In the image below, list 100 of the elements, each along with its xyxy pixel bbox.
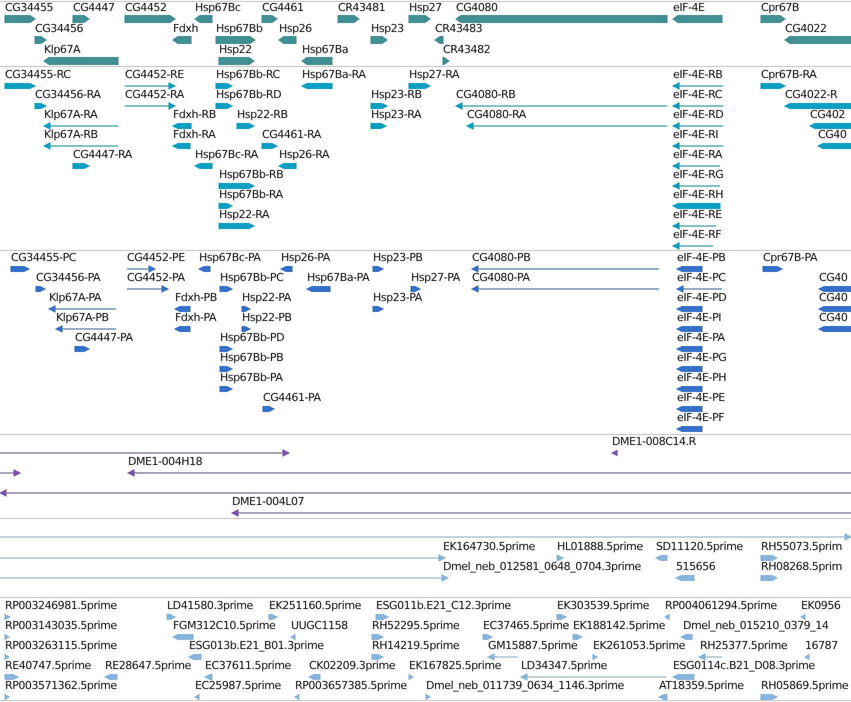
feature-label: Hsp67Bc-PA (199, 251, 261, 264)
feature-label: eIF-4E-PA (677, 331, 725, 344)
feature-label: EK0956 (801, 599, 840, 612)
feature-label: Hsp67Bb-PB (220, 351, 284, 364)
feature-label: CG4080-RA (467, 108, 526, 121)
feature-label: SD11120.5prime (656, 540, 743, 553)
feature-label: Hsp67Bb-PA (220, 371, 282, 384)
feature-label: eIF-4E-RC (673, 88, 722, 101)
feature-label: CG4080-RB (456, 88, 516, 101)
feature-label: Hsp26 (279, 22, 312, 35)
feature-label: EK164730.5prime (443, 540, 535, 553)
feature-label: eIF-4E-PG (677, 351, 726, 364)
feature-label: CG4080 (456, 1, 498, 14)
feature-label: eIF-4E-PH (677, 371, 726, 384)
feature-label: CG4447-RA (73, 148, 132, 161)
feature-label: Hsp27 (409, 1, 442, 14)
feature-label: eIF-4E-RD (673, 108, 724, 121)
feature-label: RP003657385.5prime (295, 679, 407, 692)
feature-label: AT18359.5prime (659, 679, 744, 692)
feature-label: Hsp27-RA (409, 68, 460, 81)
feature-label: Dmel_neb_015210_0379_14 (683, 619, 828, 632)
feature-label: Hsp67Bb (216, 22, 262, 35)
feature-label: RP004061294.5prime (665, 599, 777, 612)
feature-label: 16787 (805, 639, 838, 652)
feature-label: eIF-4E (673, 1, 705, 14)
feature-label: DME1-008C14.R (612, 435, 696, 448)
feature-label: HL01888.5prime (557, 540, 643, 553)
feature-label: Klp67A-PB (56, 311, 109, 324)
feature-label: UUGC1158 (291, 619, 348, 632)
feature-label: Hsp23-PB (373, 251, 423, 264)
feature-label: Hsp23-RB (371, 88, 422, 101)
feature-label: Hsp22-RB (237, 108, 288, 121)
feature-label: RE40747.5prime (5, 659, 91, 672)
feature-label: Klp67A-RB (44, 128, 98, 141)
feature-label: CG4452-RE (125, 68, 184, 81)
feature-label: EC25987.5prime (195, 679, 281, 692)
feature-label: Klp67A-RA (44, 108, 98, 121)
feature-label: RH14219.5prime (372, 639, 460, 652)
feature-label: eIF-4E-RG (673, 168, 724, 181)
feature-label: CG4452-RA (125, 88, 184, 101)
feature-label: Dmel_neb_012581_0648_0704.3prime (443, 560, 641, 573)
feature-label: CG40 (818, 128, 846, 141)
feature-label: CG34456-RA (35, 88, 100, 101)
feature-label: CG34455-PC (11, 251, 76, 264)
feature-label: CG4461 (262, 1, 304, 14)
feature-label: CG40 (819, 271, 848, 284)
feature-label: Hsp67Ba-RA (302, 68, 366, 81)
feature-label: Fdxh (173, 22, 198, 35)
feature-label: Cpr67B-PA (763, 251, 818, 264)
feature-label: CG4022 (785, 22, 826, 35)
feature-label: CG4461-PA (263, 391, 321, 404)
feature-label: CG34455-RC (5, 68, 70, 81)
feature-label: RH05869.5prime (761, 679, 848, 692)
feature-label: Fdxh-PB (175, 291, 217, 304)
feature-label: RP003571362.5prime (5, 679, 117, 692)
feature-label: ESG0114c.B21_D08.3prime (673, 659, 815, 672)
feature-label: eIF-4E-RE (673, 208, 722, 221)
feature-label: eIF-4E-PD (677, 291, 726, 304)
feature-label: CG40 (819, 291, 848, 304)
feature-label: Dmel_neb_011739_0634_1146.3prime (426, 679, 624, 692)
feature-label: eIF-4E-RH (673, 188, 724, 201)
feature-label: EK303539.5prime (557, 599, 649, 612)
feature-label: Hsp67Ba-PA (307, 271, 370, 284)
feature-label: LD41580.3prime (167, 599, 253, 612)
feature-label: Klp67A-PA (49, 291, 101, 304)
feature-label: CG4447 (73, 1, 114, 14)
feature-label: EK251160.5prime (269, 599, 361, 612)
feature-label: GM15887.5prime (488, 639, 578, 652)
feature-label: CG4080-PA (472, 271, 530, 284)
feature-label: EK188142.5prime (573, 619, 665, 632)
feature-label: eIF-4E-PF (677, 411, 724, 424)
feature-label: CG4080-PB (472, 251, 530, 264)
feature-label: CG40 (819, 311, 848, 324)
feature-label: CG34456 (35, 22, 84, 35)
feature-label: Hsp67Bb-PD (220, 331, 284, 344)
feature-label: Fdxh-RB (173, 108, 216, 121)
feature-label: Hsp67Bb-RB (219, 168, 284, 181)
feature-label: eIF-4E-RA (673, 148, 722, 161)
feature-label: eIF-4E-PI (677, 311, 722, 324)
feature-label: FGM312C10.5prime (173, 619, 276, 632)
feature-label: Klp67A (44, 43, 80, 56)
feature-label: Fdxh-RA (173, 128, 216, 141)
feature-label: eIF-4E-RB (673, 68, 722, 81)
feature-label: Cpr67B (761, 1, 800, 14)
feature-label: CG4452-PA (127, 271, 185, 284)
feature-label: EK167825.5prime (409, 659, 501, 672)
feature-label: EK261053.5prime (593, 639, 685, 652)
feature-label: RP003143035.5prime (5, 619, 117, 632)
feature-label: Hsp67Bb-RA (219, 188, 283, 201)
feature-label: Hsp67Bb-RD (216, 88, 282, 101)
feature-label: CR43481 (338, 1, 386, 14)
feature-label: eIF-4E-RF (673, 228, 722, 241)
feature-label: EC37611.5prime (205, 659, 291, 672)
feature-label: CG4452-PE (127, 251, 185, 264)
feature-label: Hsp22-RA (219, 208, 270, 221)
feature-label: DME1-004H18 (128, 455, 202, 468)
feature-label: RH08268.5prim (761, 560, 842, 573)
feature-label: Hsp26-PA (281, 251, 330, 264)
feature-label: EC37465.5prime (483, 619, 569, 632)
feature-label: RH52295.5prime (372, 619, 460, 632)
